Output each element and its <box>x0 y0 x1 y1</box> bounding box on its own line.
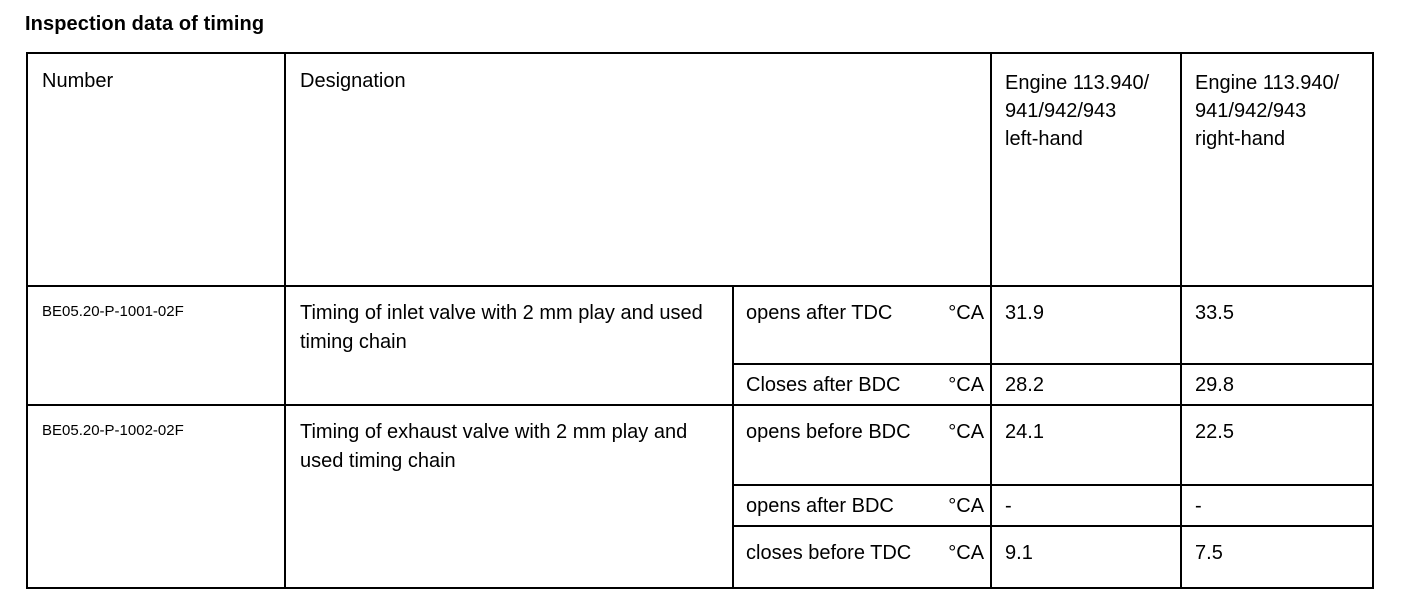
header-engine-left-hand: Engine 113.940/ 941/942/943 left-hand <box>990 52 1183 287</box>
value-right-cell: 7.5 <box>1180 525 1375 589</box>
event-cell: closes before TDC <box>732 525 927 589</box>
event-cell: opens before BDC <box>732 404 927 486</box>
value-left-cell: 28.2 <box>990 363 1183 406</box>
inspection-table: Number Designation Engine 113.940/ 941/9… <box>26 52 1375 589</box>
exhaust-number-cell: BE05.20-P-1002-02F <box>26 404 286 589</box>
table-row: opens after BDC °CA - - <box>27 484 1375 527</box>
header-number: Number <box>26 52 286 287</box>
document-title: Inspection data of timing <box>25 13 265 35</box>
unit-cell: °CA <box>927 484 993 527</box>
event-cell: opens after TDC <box>732 285 927 365</box>
unit-cell: °CA <box>927 285 993 365</box>
header-engine-left-hand-label: Engine 113.940/ 941/942/943 left-hand <box>1005 72 1150 150</box>
value-left-cell: 9.1 <box>990 525 1183 589</box>
value-left-cell: 24.1 <box>990 404 1183 486</box>
header-engine-right-hand: Engine 113.940/ 941/942/943 right-hand <box>1180 52 1375 287</box>
table-row: Closes after BDC °CA 28.2 29.8 <box>27 363 1375 406</box>
value-left-cell: - <box>990 484 1183 527</box>
value-right-cell: 22.5 <box>1180 404 1375 486</box>
value-right-cell: - <box>1180 484 1375 527</box>
header-engine-right-hand-label: Engine 113.940/ 941/942/943 right-hand <box>1195 72 1340 150</box>
table-row: BE05.20-P-1001-02F Timing of inlet valve… <box>26 285 1375 406</box>
value-right-cell: 33.5 <box>1180 285 1375 365</box>
event-cell: Closes after BDC <box>732 363 927 406</box>
unit-cell: °CA <box>927 404 993 486</box>
unit-cell: °CA <box>927 363 993 406</box>
inlet-number-cell: BE05.20-P-1001-02F <box>26 285 286 406</box>
inlet-designation-cell: Timing of inlet valve with 2 mm play and… <box>284 285 734 406</box>
table-row: BE05.20-P-1002-02F Timing of exhaust val… <box>26 404 1375 589</box>
value-right-cell: 29.8 <box>1180 363 1375 406</box>
value-left-cell: 31.9 <box>990 285 1183 365</box>
unit-cell: °CA <box>927 525 993 589</box>
exhaust-designation-cell: Timing of exhaust valve with 2 mm play a… <box>284 404 734 589</box>
event-cell: opens after BDC <box>732 484 927 527</box>
table-row: closes before TDC °CA 9.1 7.5 <box>27 525 1375 589</box>
table-header-row: Number Designation Engine 113.940/ 941/9… <box>26 52 1375 287</box>
header-designation: Designation <box>283 52 993 287</box>
